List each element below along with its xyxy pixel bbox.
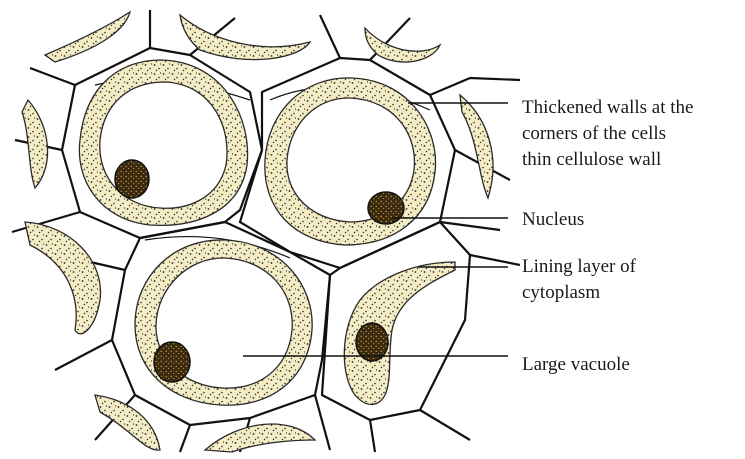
cytoplasm-partial-top-3 — [365, 28, 440, 62]
label-thickened-walls-1: Thickened walls at the — [522, 97, 693, 118]
cytoplasm-partial-left-2 — [25, 222, 100, 334]
label-large-vacuole: Large vacuole — [522, 354, 630, 375]
nucleus-top-left — [115, 160, 149, 198]
label-thickened-walls-3: thin cellulose wall — [522, 149, 661, 170]
cytoplasm-top-left — [79, 60, 247, 225]
label-nucleus: Nucleus — [522, 209, 584, 230]
nucleus-top-right — [368, 192, 404, 224]
label-lining-layer-1: Lining layer of — [522, 256, 637, 277]
label-lining-layer-2: cytoplasm — [522, 282, 600, 303]
cell-wall-right-cell — [322, 222, 470, 420]
labels: Thickened walls at the corners of the ce… — [522, 97, 693, 375]
label-thickened-walls-2: corners of the cells — [522, 123, 666, 144]
cytoplasm-partial-bottom-2 — [205, 424, 315, 452]
cytoplasm-partial-top-1 — [45, 12, 130, 62]
cytoplasm-partial-top-2 — [180, 15, 310, 60]
cytoplasm-partial-right-1 — [460, 95, 493, 198]
cytoplasm-partial-left-1 — [22, 100, 48, 188]
nucleus-bottom — [154, 342, 190, 382]
cytoplasm-bottom — [135, 240, 312, 405]
